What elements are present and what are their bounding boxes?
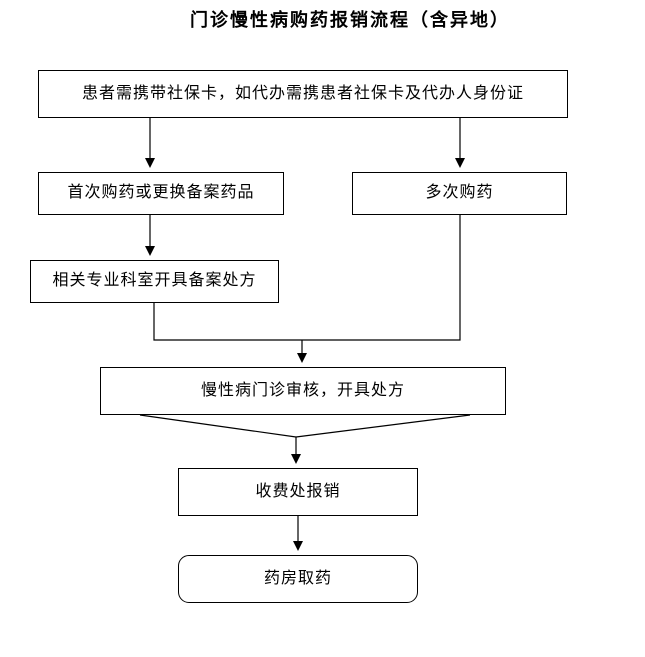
- node-patient-card: 患者需携带社保卡，如代办需携患者社保卡及代办人身份证: [38, 70, 568, 118]
- node-first-purchase: 首次购药或更换备案药品: [38, 172, 284, 215]
- node-pharmacy-pickup: 药房取药: [178, 555, 418, 603]
- node-specialist-prescription: 相关专业科室开具备案处方: [30, 260, 279, 303]
- node-multiple-purchase: 多次购药: [352, 172, 567, 215]
- flowchart-title: 门诊慢性病购药报销流程（含异地）: [190, 10, 510, 30]
- node-payment-reimbursement: 收费处报销: [178, 468, 418, 516]
- node-clinic-review: 慢性病门诊审核，开具处方: [100, 367, 506, 415]
